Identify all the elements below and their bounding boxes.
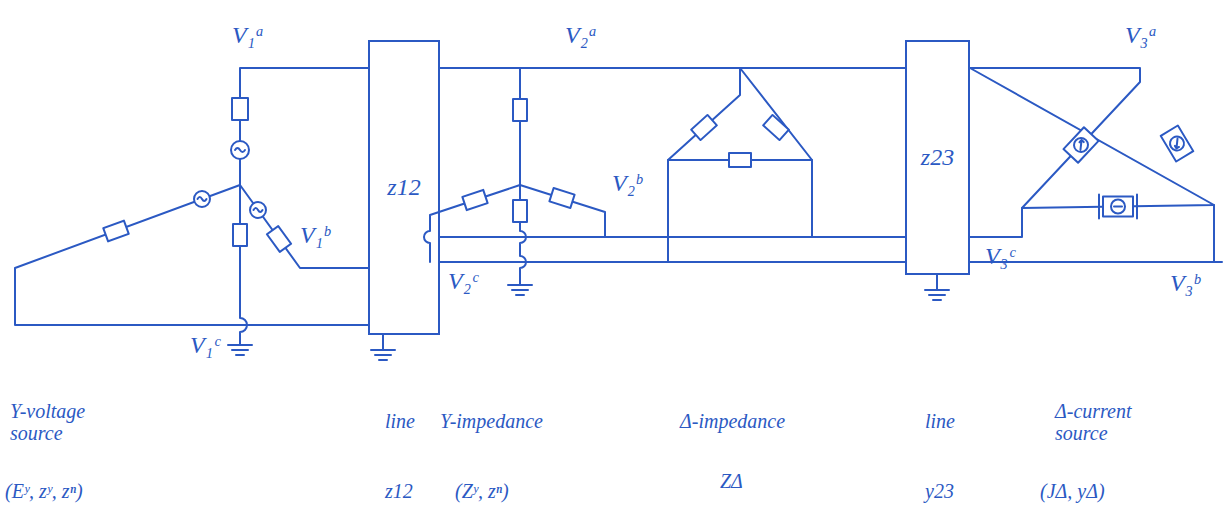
phase-wire [440,236,905,238]
phase-wire [440,67,905,69]
voltage-label: V₂ᶜ [448,268,477,294]
component-caption: Y-voltage source [10,400,140,444]
component-caption: (JΔ, yΔ) [1040,480,1105,502]
component-caption: Δ-impedance [680,410,785,432]
voltage-label: V₁ᵃ [232,22,265,48]
voltage-label: V₃ᶜ [985,243,1014,269]
component-caption: line [385,410,415,432]
component-caption: Y-impedance [440,410,543,432]
phase-wire [440,261,905,263]
component-caption: y23 [925,480,954,502]
voltage-label: V₂ᵇ [612,170,641,196]
voltage-label: V₂ᵃ [565,22,598,48]
component-caption: z12 [385,480,413,502]
voltage-label: V₁ᵇ [300,222,329,248]
component-caption: line [925,410,955,432]
voltage-label: V₃ᵃ [1125,22,1158,48]
line-impedance-label: z12 [387,174,420,201]
line-box: z23 [905,40,970,275]
line-impedance-label: z23 [921,144,954,171]
component-caption: Δ-current source [1055,400,1180,444]
component-caption: ZΔ [720,470,743,492]
component-caption: (Zʸ, zⁿ) [455,480,509,502]
voltage-label: V₁ᶜ [190,332,219,358]
line-box: z12 [368,40,440,335]
voltage-label: V₃ᵇ [1170,270,1199,296]
component-caption: (Eʸ, zʸ, zⁿ) [5,480,83,502]
